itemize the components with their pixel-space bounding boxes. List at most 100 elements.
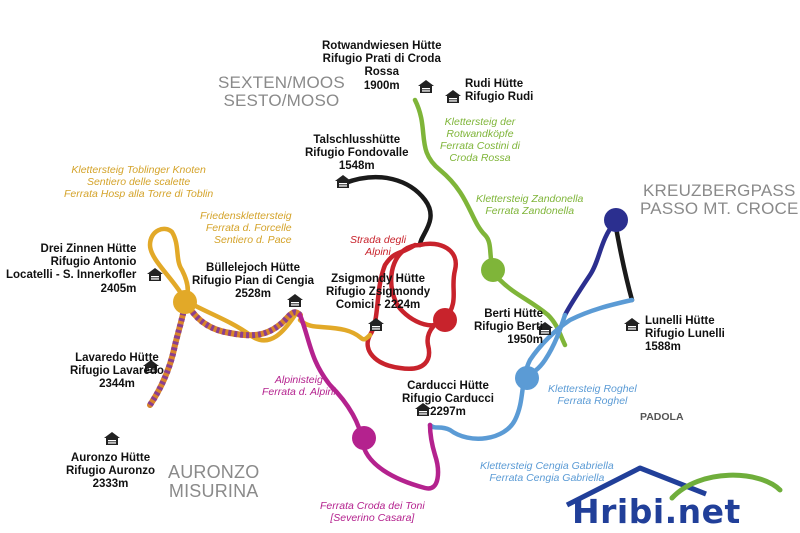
route-label-alpinisteig-line2: Ferrata d. Alpini <box>262 386 336 399</box>
hut-berti-rifugio: Rifugio Berti <box>474 321 543 334</box>
hut-lunelli: Lunelli Hütte Rifugio Lunelli 1588m <box>645 315 725 355</box>
brand-logo-arc-green <box>669 472 783 501</box>
hut-rudi: Rudi Hütte Rifugio Rudi <box>465 78 533 104</box>
hut-auronzo-name: Auronzo Hütte <box>70 452 151 464</box>
route-label-friedens-line3: Sentiero d. Pace <box>213 234 292 247</box>
hut-talschluss-rifugio: Rifugio Fondovalle <box>305 147 409 160</box>
route-label-zandonella-line1: Klettersteig Zandonella <box>476 193 584 205</box>
route-label-strada-alpini: Strada degli Alpini <box>350 234 406 258</box>
mountain-hut-icon <box>368 318 384 331</box>
route-yellow-pian-cengia <box>297 317 373 342</box>
hut-berti-altitude: 1950m <box>507 334 543 347</box>
route-label-friedens-line1: Friedensklettersteig <box>200 210 292 222</box>
hut-lavaredo: Lavaredo Hütte Rifugio Lavaredo 2344m <box>70 352 164 392</box>
hut-drei-zinnen-altitude: 2405m <box>100 282 137 295</box>
junction-red <box>433 308 457 332</box>
route-black-fondovalle <box>342 174 433 248</box>
route-label-zandonella-line2: Ferrata Zandonella <box>485 205 575 218</box>
area-kreuzberg-line2: PASSO MT. CROCE <box>640 198 799 218</box>
hut-zsigmondy: Zsigmondy Hütte Rifugio Zsigmondy Comici… <box>326 273 430 313</box>
hut-drei-zinnen-rifugio2: Locatelli - S. Innerkofler <box>6 269 137 282</box>
area-sexten-line2: SESTO/MOSO <box>223 90 340 110</box>
hut-berti-name: Berti Hütte <box>484 308 543 320</box>
hut-auronzo-altitude: 2333m <box>92 478 129 491</box>
route-label-toblinger-line2: Sentiero delle scalette <box>86 176 191 189</box>
route-label-rotwandkoepfe-line4: Croda Rossa <box>449 152 511 165</box>
hut-drei-zinnen: Drei Zinnen Hütte Rifugio Antonio Locate… <box>6 243 136 296</box>
hut-zsigmondy-name: Zsigmondy Hütte <box>331 273 426 285</box>
route-label-croda-toni-line2: [Severino Casara] <box>330 512 415 525</box>
mountain-hut-icon <box>445 90 461 103</box>
route-label-gabriella-line2: Ferrata Cengia Gabriella <box>489 472 605 485</box>
route-navy-kreuzberg <box>562 219 618 318</box>
route-black-lunelli <box>612 219 635 303</box>
hut-carducci-name: Carducci Hütte <box>407 380 489 392</box>
hut-auronzo-rifugio: Rifugio Auronzo <box>66 465 155 478</box>
route-red-zsigmondy-carducci <box>365 242 448 372</box>
hut-zsigmondy-rifugio: Rifugio Zsigmondy <box>326 286 431 299</box>
route-label-roghel: Klettersteig Roghel Ferrata Roghel <box>548 383 637 407</box>
route-magenta-alpini-toni <box>297 312 441 491</box>
route-label-croda-toni-line1: Ferrata Croda dei Toni <box>320 500 425 512</box>
hut-lunelli-altitude: 1588m <box>645 341 681 354</box>
hut-carducci: Carducci Hütte Rifugio Carducci 2297m <box>402 380 494 420</box>
route-label-alpinisteig: Alpinisteig Ferrata d. Alpini <box>262 374 336 398</box>
hut-lavaredo-rifugio: Rifugio Lavaredo <box>70 365 164 378</box>
hut-rudi-name: Rudi Hütte <box>465 78 524 90</box>
hut-buellelejoch-altitude: 2528m <box>235 288 271 301</box>
area-auronzo-line1: AURONZO <box>168 462 260 482</box>
area-auronzo-line2: MISURINA <box>168 480 259 501</box>
route-striped-overlay <box>147 298 303 407</box>
hut-lunelli-name: Lunelli Hütte <box>645 315 715 327</box>
route-label-alpinisteig-line1: Alpinisteig <box>274 374 323 386</box>
mountain-hut-icon <box>335 175 351 188</box>
mountain-hut-icon <box>104 432 120 445</box>
hut-lunelli-rifugio: Rifugio Lunelli <box>645 328 725 341</box>
mountain-hut-icon <box>624 318 640 331</box>
route-label-strada-alpini-line2: Alpini <box>365 246 391 259</box>
hut-drei-zinnen-name: Drei Zinnen Hütte <box>40 243 137 255</box>
area-auronzo: AURONZO MISURINA <box>168 463 259 501</box>
junction-green <box>481 258 505 282</box>
route-label-roghel-line1: Klettersteig Roghel <box>548 383 637 395</box>
hut-talschluss: Talschlusshütte Rifugio Fondovalle 1548m <box>305 134 409 174</box>
hut-buellelejoch-rifugio: Rifugio Pian di Cengia <box>192 275 315 288</box>
hut-rotwandwiesen-name: Rotwandwiesen Hütte <box>322 40 442 52</box>
area-sexten-line1: SEXTEN/MOOS <box>218 73 345 92</box>
hut-rotwandwiesen-altitude: 1900m <box>363 79 400 92</box>
hut-zsigmondy-altitude: Comici - 2224m <box>335 299 421 312</box>
route-label-rotwandkoepfe-line3: Ferrata Costini di <box>440 140 520 153</box>
area-kreuzberg-line1: KREUZBERGPASS <box>643 181 796 200</box>
route-label-rotwandkoepfe-line2: Rotwandköpfe <box>446 128 514 141</box>
route-label-friedens-line2: Ferrata d. Forcelle <box>205 222 292 235</box>
route-label-friedens: Friedensklettersteig Ferrata d. Forcelle… <box>200 210 292 246</box>
route-label-toblinger: Klettersteig Toblinger Knoten Sentiero d… <box>64 164 213 200</box>
hut-buellelejoch-name: Büllelejoch Hütte <box>206 262 300 274</box>
route-label-rotwandkoepfe-line1: Klettersteig der <box>444 116 516 128</box>
area-kreuzberg: KREUZBERGPASS PASSO MT. CROCE <box>640 182 799 218</box>
brand-logo-text: Hribi.net <box>572 492 741 531</box>
junction-navy <box>604 208 628 232</box>
junction-blue <box>515 366 539 390</box>
hut-auronzo: Auronzo Hütte Rifugio Auronzo 2333m <box>66 452 155 492</box>
route-green-rotwand-zandonella <box>412 97 568 348</box>
route-label-rotwandkoepfe: Klettersteig der Rotwandköpfe Ferrata Co… <box>440 116 520 164</box>
hut-carducci-rifugio: Rifugio Carducci <box>402 393 495 406</box>
hut-buellelejoch: Büllelejoch Hütte Rifugio Pian di Cengia… <box>192 262 314 302</box>
junction-yellow <box>173 290 197 314</box>
hut-berti: Berti Hütte Rifugio Berti 1950m <box>474 308 543 348</box>
area-sexten: SEXTEN/MOOS SESTO/MOSO <box>218 74 345 110</box>
hut-talschluss-name: Talschlusshütte <box>313 134 401 146</box>
hut-rudi-rifugio: Rifugio Rudi <box>465 91 534 104</box>
route-label-toblinger-line3: Ferrata Hosp alla Torre di Toblin <box>64 188 214 201</box>
route-blue-roghel <box>427 297 635 441</box>
hut-carducci-altitude: 2297m <box>430 406 466 419</box>
place-padola: PADOLA <box>640 411 684 423</box>
route-label-roghel-line2: Ferrata Roghel <box>557 395 628 408</box>
route-label-strada-alpini-line1: Strada degli <box>350 234 407 246</box>
hut-lavaredo-altitude: 2344m <box>99 378 135 391</box>
route-label-toblinger-line1: Klettersteig Toblinger Knoten <box>71 164 206 176</box>
junction-magenta <box>352 426 376 450</box>
route-label-croda-toni: Ferrata Croda dei Toni [Severino Casara] <box>320 500 425 524</box>
